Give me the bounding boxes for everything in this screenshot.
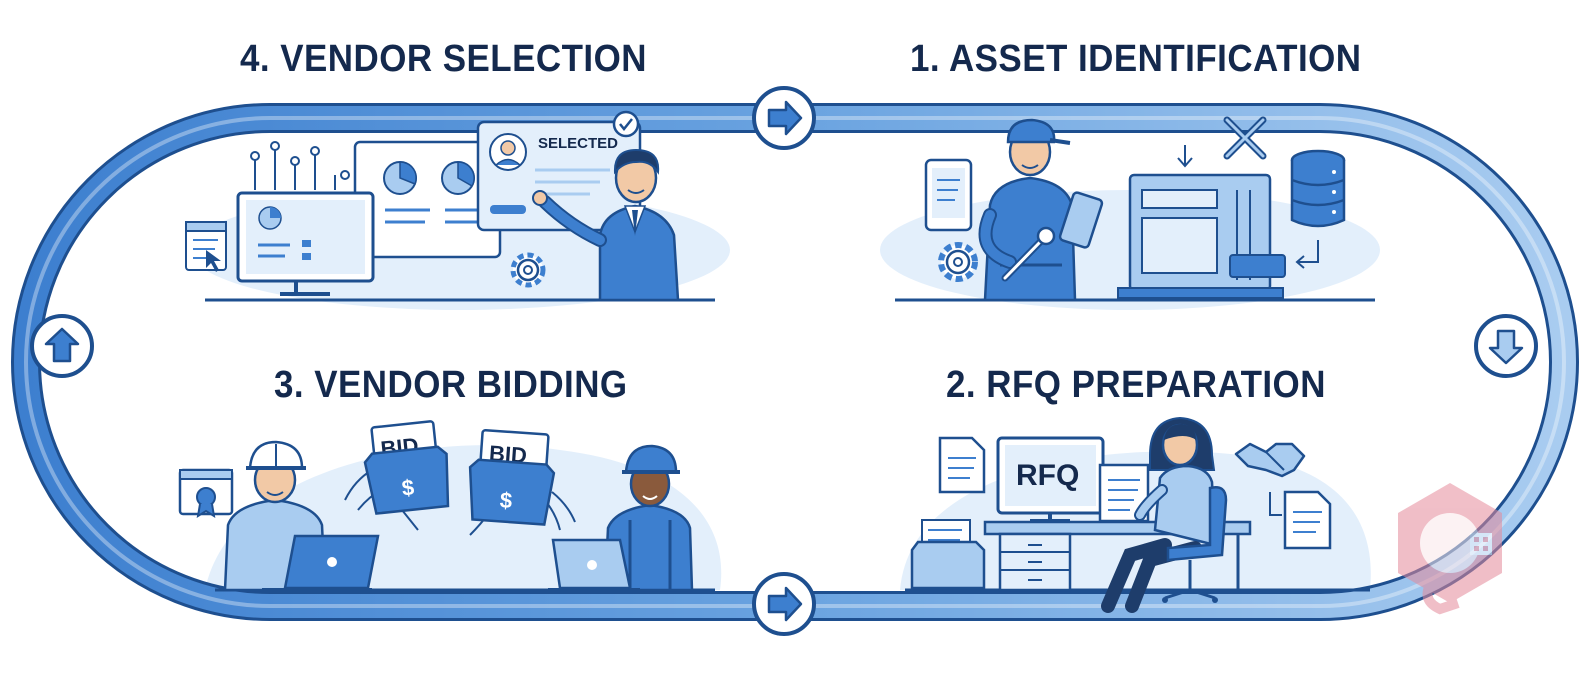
- gear-icon: [510, 252, 546, 288]
- arrow-right-icon: [752, 572, 816, 636]
- rfq-monitor: RFQ: [996, 436, 1105, 523]
- cycle-loop: [11, 103, 1579, 621]
- vendor-selection-illustration: SELECTED: [185, 110, 715, 302]
- dollar-sign: $: [401, 475, 416, 501]
- database-icon: [1290, 149, 1346, 228]
- step-title-asset-identification: 1. ASSET IDENTIFICATION: [910, 38, 1362, 80]
- gear-icon: [938, 242, 978, 282]
- arrow-right-icon: [752, 86, 816, 150]
- checkmark-icon: [612, 110, 640, 138]
- laptop-icon: [548, 538, 640, 592]
- certificate-icon: [178, 468, 234, 519]
- document-icon: [1269, 490, 1332, 550]
- step-title-vendor-bidding: 3. VENDOR BIDDING: [274, 364, 628, 406]
- cursor-icon: [206, 250, 221, 272]
- worker-figure-left: [223, 440, 327, 592]
- avatar: [500, 140, 516, 156]
- selected-badge: SELECTED: [538, 135, 618, 152]
- machine-equipment: [1117, 145, 1286, 299]
- rfq-screen-label: RFQ: [1016, 459, 1079, 492]
- wrench-icon: [1223, 116, 1267, 160]
- vendor-bidding-illustration: BID $ BID $: [178, 420, 715, 592]
- tablet-icon: [1058, 191, 1104, 249]
- bid-folder-left: BID $: [363, 420, 450, 515]
- step-title-vendor-selection: 4. VENDOR SELECTION: [240, 38, 647, 80]
- wrench-icon: [1001, 226, 1056, 282]
- asset-identification-illustration: [895, 116, 1375, 302]
- bid-folder-right: BID $: [468, 428, 556, 526]
- technician-figure: [978, 118, 1104, 302]
- cycle-loop-highlight: [24, 116, 1566, 608]
- handshake-icon: [1234, 442, 1306, 478]
- arrow-down-icon: [1474, 314, 1538, 378]
- laptop-icon: [262, 534, 380, 592]
- businessman-figure: [532, 148, 680, 302]
- circuit-icon: [250, 141, 350, 190]
- arrow-up-icon: [30, 314, 94, 378]
- dollar-sign: $: [499, 487, 513, 513]
- folder-icon: [910, 519, 986, 590]
- cycle-loop-fill: [14, 106, 1576, 618]
- office-chair: [1162, 486, 1228, 603]
- selected-vendor-card: SELECTED: [476, 110, 642, 232]
- watermark-logo: [1398, 483, 1502, 615]
- step-title-rfq-preparation: 2. RFQ PREPARATION: [946, 364, 1326, 406]
- document-icon: [938, 436, 986, 494]
- rfq-preparation-illustration: RFQ: [905, 416, 1370, 613]
- office-worker-figure: [1101, 416, 1217, 613]
